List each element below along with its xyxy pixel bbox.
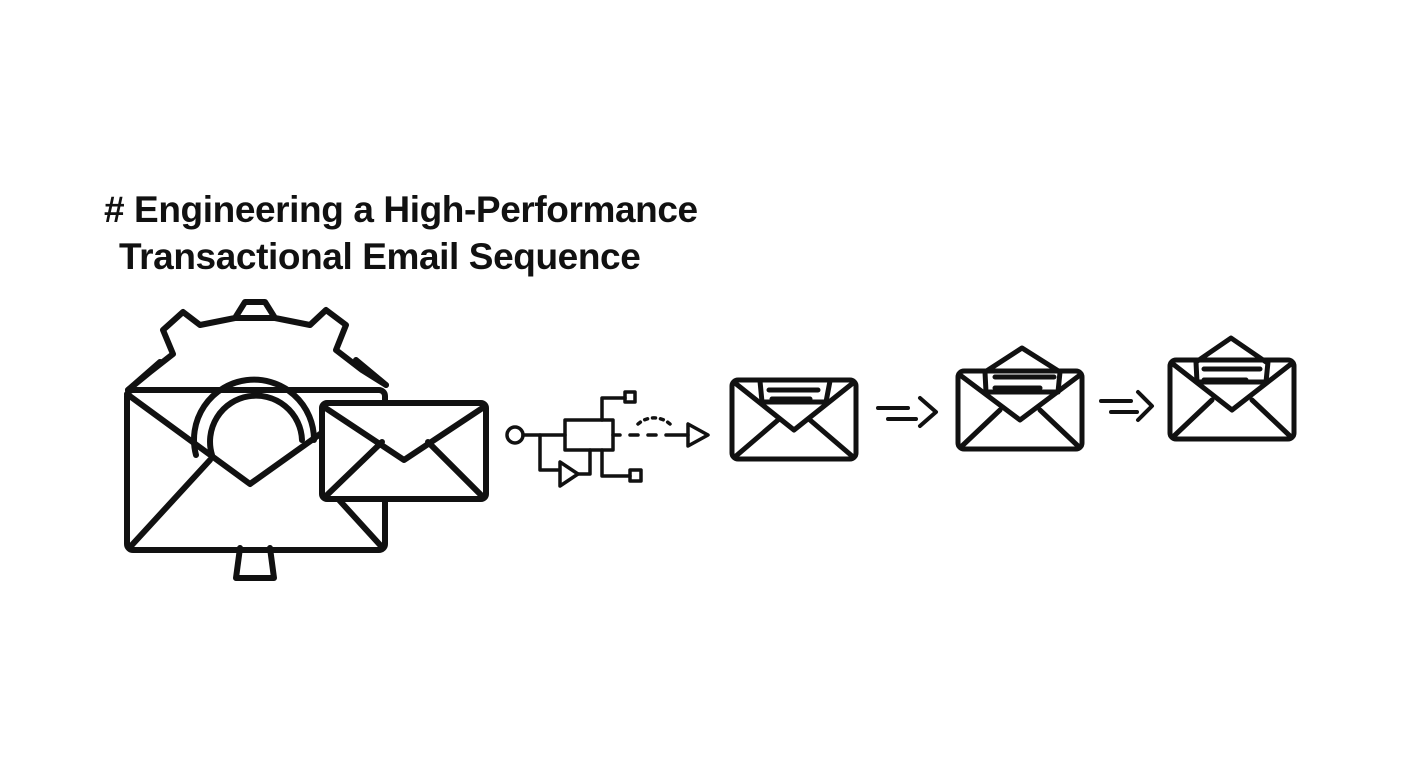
open-envelope-icon: [1167, 335, 1297, 442]
workflow-icon: [505, 390, 710, 488]
double-arrow-icon: [1099, 390, 1154, 422]
envelope-letter-icon: [729, 377, 859, 462]
play-triangle-icon: [558, 460, 580, 488]
title-line-1: # Engineering a High-Performance: [104, 189, 698, 230]
output-node-icon: [623, 390, 637, 404]
open-envelope-icon: [955, 345, 1085, 452]
process-node-icon: [563, 418, 615, 452]
gear-envelope-icon: [124, 299, 489, 581]
output-node-icon: [628, 468, 643, 483]
gear-icon: [125, 299, 389, 581]
title-line-2: Transactional Email Sequence: [119, 236, 641, 277]
double-arrow-icon: [876, 396, 938, 428]
page-title: # Engineering a High-Performance Transac…: [104, 186, 698, 280]
start-node-icon: [505, 425, 525, 445]
arrow-head-icon: [686, 422, 710, 448]
